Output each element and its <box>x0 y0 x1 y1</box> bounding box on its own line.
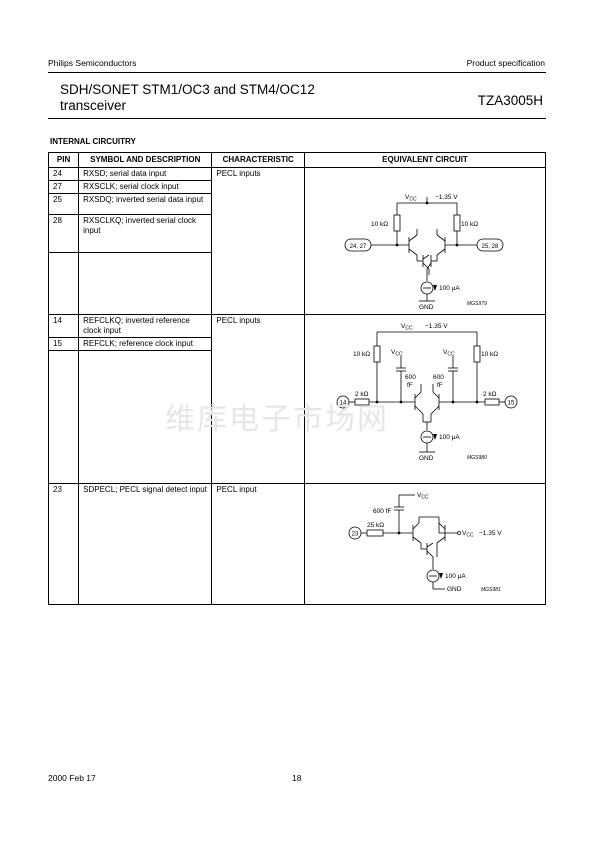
circuit-cap-right-unit: fF <box>437 382 443 389</box>
circuit-gnd: GND <box>419 304 434 311</box>
company-name: Philips Semiconductors <box>48 58 137 68</box>
circuit-series-left: 2 kΩ <box>355 391 369 398</box>
page-number: 18 <box>292 773 302 783</box>
circuit-diagram-mgs980: VCC −1.35 V 10 kΩ 10 kΩ VCC VCC 600 fF 6… <box>336 323 518 462</box>
footer-date: 2000 Feb 17 <box>48 773 96 783</box>
circuit-current: 100 µA <box>439 434 460 441</box>
circuit-resistor-left: 10 kΩ <box>353 351 370 358</box>
part-number: TZA3005H <box>477 93 543 108</box>
pin-number: 28 <box>47 214 80 253</box>
pin-number: 27 <box>47 180 80 194</box>
circuit-vcc-offset: −1.35 V <box>479 530 502 537</box>
circuit-diagram-mgs979: VCC −1.35 V 10 kΩ 10 kΩ 24, 27 25, 28 10… <box>344 194 504 311</box>
pin-number: 15 <box>47 337 80 351</box>
circuit-pin-left: 24, 27 <box>350 244 367 250</box>
circuit-vcc-label: VCC <box>417 492 429 501</box>
pin-description: RXSCLK; serial clock input <box>78 180 213 194</box>
pin-number: 14 <box>47 314 80 338</box>
document-title: SDH/SONET STM1/OC3 and STM4/OC12 transce… <box>60 82 315 113</box>
pin-description: REFCLK; reference clock input <box>78 337 213 351</box>
table-header-row: PIN SYMBOL AND DESCRIPTION CHARACTERISTI… <box>47 152 546 168</box>
circuit-vcc-offset: −1.35 V <box>435 194 458 201</box>
table-row: 24 RXSD; serial data input PECL inputs <box>47 167 546 315</box>
circuit-figure-id: MGS980 <box>467 455 487 461</box>
circuit-vcc-out: VCC <box>462 530 474 539</box>
circuit-cap-left: 600 <box>405 374 416 381</box>
circuit-resistor-left: 10 kΩ <box>371 221 388 228</box>
pin-cell-empty <box>47 350 80 484</box>
circuit-pin-right: 15 <box>508 401 515 407</box>
circuit-vcc-right: VCC <box>443 349 455 358</box>
circuit-cap: 600 fF <box>373 508 391 515</box>
circuit-cap-right: 600 <box>433 374 444 381</box>
description-cell-empty <box>78 350 213 484</box>
watermark: 维库电子市场网 <box>165 402 389 437</box>
column-header-pin: PIN <box>47 152 80 168</box>
circuit-gnd: GND <box>447 586 462 593</box>
pin-number: 24 <box>47 167 80 181</box>
circuit-pin-right: 25, 28 <box>482 244 499 250</box>
internal-circuitry-table: PIN SYMBOL AND DESCRIPTION CHARACTERISTI… <box>47 152 546 605</box>
circuit-figure-id: MGS981 <box>481 587 501 593</box>
circuit-pin-left: 14 <box>340 401 347 407</box>
circuit-current: 100 µA <box>445 573 466 580</box>
pin-characteristic: PECL input <box>211 483 305 605</box>
circuit-gnd: GND <box>419 455 434 462</box>
circuit-series-resistor: 25 kΩ <box>367 522 384 529</box>
circuit-resistor-right: 10 kΩ <box>481 351 498 358</box>
pin-number: 25 <box>47 192 80 216</box>
circuit-vcc-left: VCC <box>391 349 403 358</box>
circuit-vcc-offset: −1.35 V <box>425 323 448 330</box>
pin-description: RXSCLKQ; inverted serial clock input <box>78 214 213 253</box>
table-row-spacer <box>47 350 546 484</box>
column-header-circuit: EQUIVALENT CIRCUIT <box>304 152 546 168</box>
pin-number: 23 <box>47 483 80 605</box>
circuit-vcc-label: VCC <box>401 323 413 332</box>
pin-characteristic: PECL inputs <box>211 314 305 484</box>
table-row: 15 REFCLK; reference clock input <box>47 337 546 351</box>
circuit-current: 100 µA <box>439 285 460 292</box>
document-type: Product specification <box>466 58 545 68</box>
circuit-resistor-right: 10 kΩ <box>461 221 478 228</box>
pin-description: SDPECL; PECL signal detect input <box>78 483 213 605</box>
description-cell-empty <box>78 252 213 315</box>
table-row: 14 REFCLKQ; inverted reference clock inp… <box>47 314 546 484</box>
circuit-figure-id: MGS979 <box>467 301 487 307</box>
table-row: 28 RXSCLKQ; inverted serial clock input <box>47 214 546 253</box>
equivalent-circuit-cell: VCC −1.35 V 10 kΩ 10 kΩ 24, 27 25, 28 10… <box>304 167 546 315</box>
circuit-vcc-label: VCC <box>405 194 417 203</box>
section-title: INTERNAL CIRCUITRY <box>50 137 136 146</box>
pin-cell-empty <box>47 252 80 315</box>
circuit-series-right: 2 kΩ <box>483 391 497 398</box>
column-header-symbol: SYMBOL AND DESCRIPTION <box>78 152 213 168</box>
circuit-pin: 23 <box>352 532 359 538</box>
column-header-characteristic: CHARACTERISTIC <box>211 152 305 168</box>
header-rule <box>48 72 546 73</box>
pin-description: RXSDQ; inverted serial data input <box>78 192 213 216</box>
pin-characteristic: PECL inputs <box>211 167 305 315</box>
table-row: 25 RXSDQ; inverted serial data input <box>47 192 546 216</box>
table-row: 23 SDPECL; PECL signal detect input PECL… <box>47 483 546 605</box>
circuit-cap-left-unit: fF <box>407 382 413 389</box>
pin-description: REFCLKQ; inverted reference clock input <box>78 314 213 338</box>
circuit-diagram-mgs981: VCC 600 fF 25 kΩ 23 VCC −1.35 V 100 µA G… <box>348 492 502 593</box>
equivalent-circuit-cell: VCC 600 fF 25 kΩ 23 VCC −1.35 V 100 µA G… <box>304 483 546 605</box>
pin-description: RXSD; serial data input <box>78 167 213 181</box>
title-rule <box>48 118 546 119</box>
